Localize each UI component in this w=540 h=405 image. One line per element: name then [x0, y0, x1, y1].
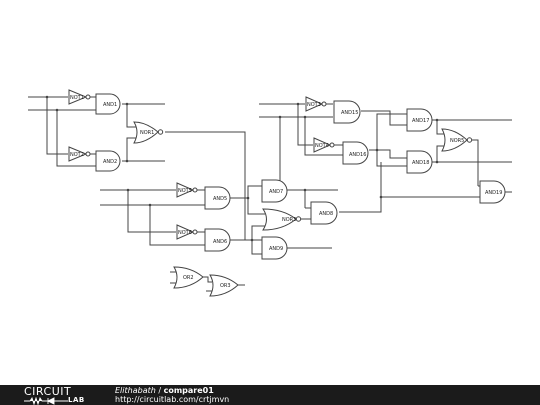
junction-dot [435, 160, 439, 164]
and-gate: AND15 [333, 100, 361, 124]
wire [230, 185, 262, 199]
junction-dot [125, 159, 129, 163]
gate-label: NOT1 [70, 95, 84, 101]
junction-dot [45, 95, 49, 99]
schematic-canvas: NOT1 AND1 NOR1 NOT2 AND2 NOT3 AND15 AND1… [28, 89, 512, 297]
junction-dot [379, 195, 383, 199]
gate-label: AND2 [103, 159, 117, 165]
gate-label: NOT3 [307, 102, 321, 108]
gate-label: OR3 [220, 283, 231, 289]
gate-label: NOT2 [70, 152, 84, 158]
gate-label: AND7 [269, 189, 283, 195]
junction-dot [435, 118, 439, 122]
and-gate: AND2 [95, 150, 121, 172]
junction-dot [375, 148, 379, 152]
or-gate: OR2 [173, 266, 204, 289]
junction-dot [126, 188, 130, 192]
logo-text-top: CIRCUIT [24, 385, 72, 398]
junctions [45, 95, 439, 242]
junction-dot [303, 115, 307, 119]
wire [165, 131, 262, 241]
wire [149, 205, 205, 246]
gate-label: NOR5 [450, 138, 464, 144]
wire [472, 139, 479, 186]
wire [203, 276, 212, 283]
circuit-meta: Elithabath / compare01 http://circuitlab… [115, 386, 229, 404]
wire [297, 104, 313, 146]
gate-label: AND1 [103, 102, 117, 108]
gate-label: AND5 [213, 196, 227, 202]
wire [376, 113, 407, 150]
and-gate: AND7 [261, 179, 288, 203]
and-gate: AND6 [204, 228, 231, 252]
not-gate: NOT5 [176, 182, 198, 198]
nor-gate: NOR3 [262, 208, 302, 231]
wire [304, 117, 343, 156]
gate-label: AND17 [412, 118, 429, 124]
circuit-title: compare01 [163, 386, 214, 395]
wire [230, 225, 265, 241]
junction-dot [125, 102, 129, 106]
not-gate: NOT3 [305, 96, 327, 112]
wire [251, 226, 262, 255]
junction-dot [55, 108, 59, 112]
wire [436, 145, 444, 162]
gate-label: AND18 [412, 160, 429, 166]
gate-label: NOT6 [178, 230, 192, 236]
nor-gate: NOR1 [133, 121, 164, 144]
or-gate: OR3 [209, 274, 239, 297]
author-link[interactable]: Elithabath [115, 386, 156, 395]
wire [339, 197, 382, 213]
wire [376, 150, 407, 167]
wire [56, 110, 96, 167]
wire [126, 137, 136, 161]
separator: / [155, 386, 164, 395]
gate-label: OR2 [183, 275, 194, 281]
wire [361, 110, 407, 126]
gate-label: AND15 [341, 110, 358, 116]
and-gate: AND1 [95, 93, 121, 115]
gate-label: AND8 [319, 211, 333, 217]
wire [46, 97, 68, 155]
and-gate: AND17 [406, 108, 433, 132]
circuit-url[interactable]: http://circuitlab.com/crtjmvn [115, 395, 230, 404]
wire [436, 120, 444, 135]
and-gate: AND9 [261, 236, 288, 260]
resistor-diode-icon [24, 397, 68, 405]
not-gate: NOT2 [68, 146, 91, 162]
junction-dot [303, 188, 307, 192]
footer-bar: CIRCUIT LAB Elithabath / compare01 http:… [0, 385, 540, 405]
wire [369, 149, 407, 159]
gate-label: AND19 [485, 190, 502, 196]
not-gate: NOT1 [68, 89, 91, 105]
gate-label: AND16 [349, 152, 366, 158]
gate-label: NOR1 [140, 130, 154, 136]
junction-dot [246, 196, 250, 200]
wire [126, 104, 136, 128]
wire [247, 198, 265, 215]
nor-gate: NOR5 [441, 128, 473, 152]
gate-label: NOR3 [282, 217, 296, 223]
junction-dot [148, 203, 152, 207]
and-gate: AND19 [479, 180, 506, 204]
schematic-diagram: NOT1 AND1 NOR1 NOT2 AND2 NOT3 AND15 AND1… [28, 89, 512, 297]
not-gate: NOT6 [176, 224, 198, 240]
wire [127, 190, 176, 233]
not-gate: NOT4 [313, 137, 335, 153]
and-gate: AND5 [204, 186, 231, 210]
and-gate: AND16 [342, 141, 369, 165]
and-gate: AND18 [406, 150, 433, 174]
gate-label: AND6 [213, 239, 227, 245]
junction-dot [250, 238, 254, 242]
circuitlab-logo: CIRCUIT LAB [24, 385, 100, 405]
gate-label: NOT5 [178, 188, 192, 194]
junction-dot [278, 115, 282, 119]
logo-text-bottom: LAB [68, 396, 85, 404]
junction-dot [296, 102, 300, 106]
gate-label: NOT4 [315, 143, 329, 149]
gate-label: AND9 [269, 246, 283, 252]
and-gate: AND8 [310, 201, 338, 225]
